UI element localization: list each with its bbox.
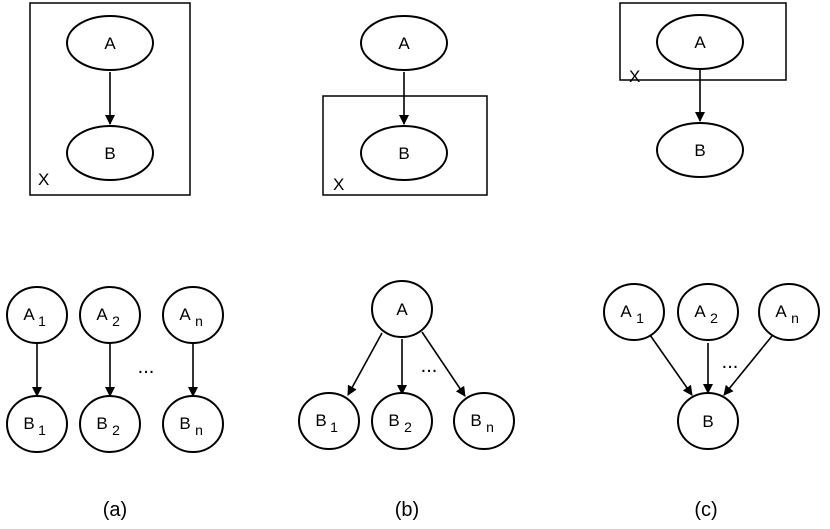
edge-a-to-b1: [347, 332, 383, 396]
node-b2: [79, 395, 141, 453]
plate-label: X: [629, 67, 640, 86]
edge-an-to-b: [723, 335, 773, 396]
node-b: [66, 125, 154, 181]
panel-b: X A B A B 1 B 2 B n ... (b): [298, 15, 515, 521]
edge-a-to-bn: [421, 331, 466, 397]
node-a1-label: A: [620, 302, 632, 321]
node-bn-label: B: [179, 414, 190, 433]
node-bn: [162, 395, 224, 453]
plate-label: X: [333, 175, 344, 194]
node-a1-subscript: 1: [636, 310, 644, 326]
node-b1-label: B: [315, 411, 326, 430]
node-b: [656, 122, 744, 178]
node-b1-label: B: [23, 414, 34, 433]
node-a1-label: A: [23, 305, 35, 324]
node-a: [656, 14, 744, 70]
node-b: [677, 392, 739, 450]
panel-a-top: X A B: [29, 2, 191, 196]
node-a2-label: A: [96, 305, 108, 324]
node-a: [371, 280, 433, 338]
node-a2-subscript: 2: [112, 313, 120, 329]
panel-c-top: X A B: [619, 2, 787, 178]
node-b-label: B: [702, 412, 713, 431]
node-an: [162, 286, 224, 344]
node-a1: [603, 283, 665, 341]
plate-x: [322, 95, 488, 196]
node-b2-subscript: 2: [404, 419, 412, 435]
node-b: [360, 125, 448, 181]
node-a2: [79, 286, 141, 344]
plate-x: [29, 2, 191, 196]
node-an: [758, 283, 820, 341]
panel-a: X A B A 1 A 2 A n B 1 B 2: [6, 2, 224, 521]
node-b-label: B: [694, 141, 705, 160]
panel-label-a: (a): [103, 499, 127, 521]
node-bn-label: B: [470, 411, 481, 430]
panel-a-bottom: A 1 A 2 A n B 1 B 2 B n ...: [6, 286, 224, 453]
node-an-subscript: n: [195, 313, 203, 329]
panel-label-c: (c): [694, 499, 717, 521]
ellipsis: ...: [421, 355, 438, 377]
node-a-label: A: [104, 34, 116, 53]
panel-c-bottom: A 1 A 2 A n B ...: [603, 283, 820, 450]
node-b2-label: B: [388, 411, 399, 430]
node-a2: [677, 283, 739, 341]
plate-x: [619, 2, 787, 81]
node-a1: [6, 286, 68, 344]
node-bn: [453, 392, 515, 450]
plate-label: X: [38, 170, 49, 189]
node-b1-subscript: 1: [330, 419, 338, 435]
panel-label-b: (b): [395, 499, 419, 521]
node-b-label: B: [104, 144, 115, 163]
node-a2-subscript: 2: [710, 310, 718, 326]
panel-c: X A B A 1 A 2 A n B ... (c): [603, 2, 820, 521]
node-a1-subscript: 1: [38, 313, 46, 329]
node-b2: [371, 392, 433, 450]
node-a-label: A: [396, 300, 408, 319]
node-a: [66, 15, 154, 71]
panel-b-bottom: A B 1 B 2 B n ...: [298, 280, 515, 450]
node-an-label: A: [775, 302, 787, 321]
node-a-label: A: [398, 34, 410, 53]
node-bn-subscript: n: [195, 422, 203, 438]
node-b1-subscript: 1: [38, 422, 46, 438]
node-b1: [6, 395, 68, 453]
node-a: [360, 15, 448, 71]
ellipsis: ...: [138, 356, 155, 378]
node-b2-label: B: [96, 414, 107, 433]
node-an-label: A: [179, 305, 191, 324]
node-a2-label: A: [694, 302, 706, 321]
node-b2-subscript: 2: [112, 422, 120, 438]
node-an-subscript: n: [791, 310, 799, 326]
ellipsis: ...: [722, 351, 739, 373]
edge-a1-to-b: [649, 334, 693, 396]
panel-b-top: X A B: [322, 15, 488, 196]
node-a-label: A: [694, 33, 706, 52]
node-bn-subscript: n: [486, 419, 494, 435]
node-b1: [298, 392, 360, 450]
node-b-label: B: [398, 144, 409, 163]
